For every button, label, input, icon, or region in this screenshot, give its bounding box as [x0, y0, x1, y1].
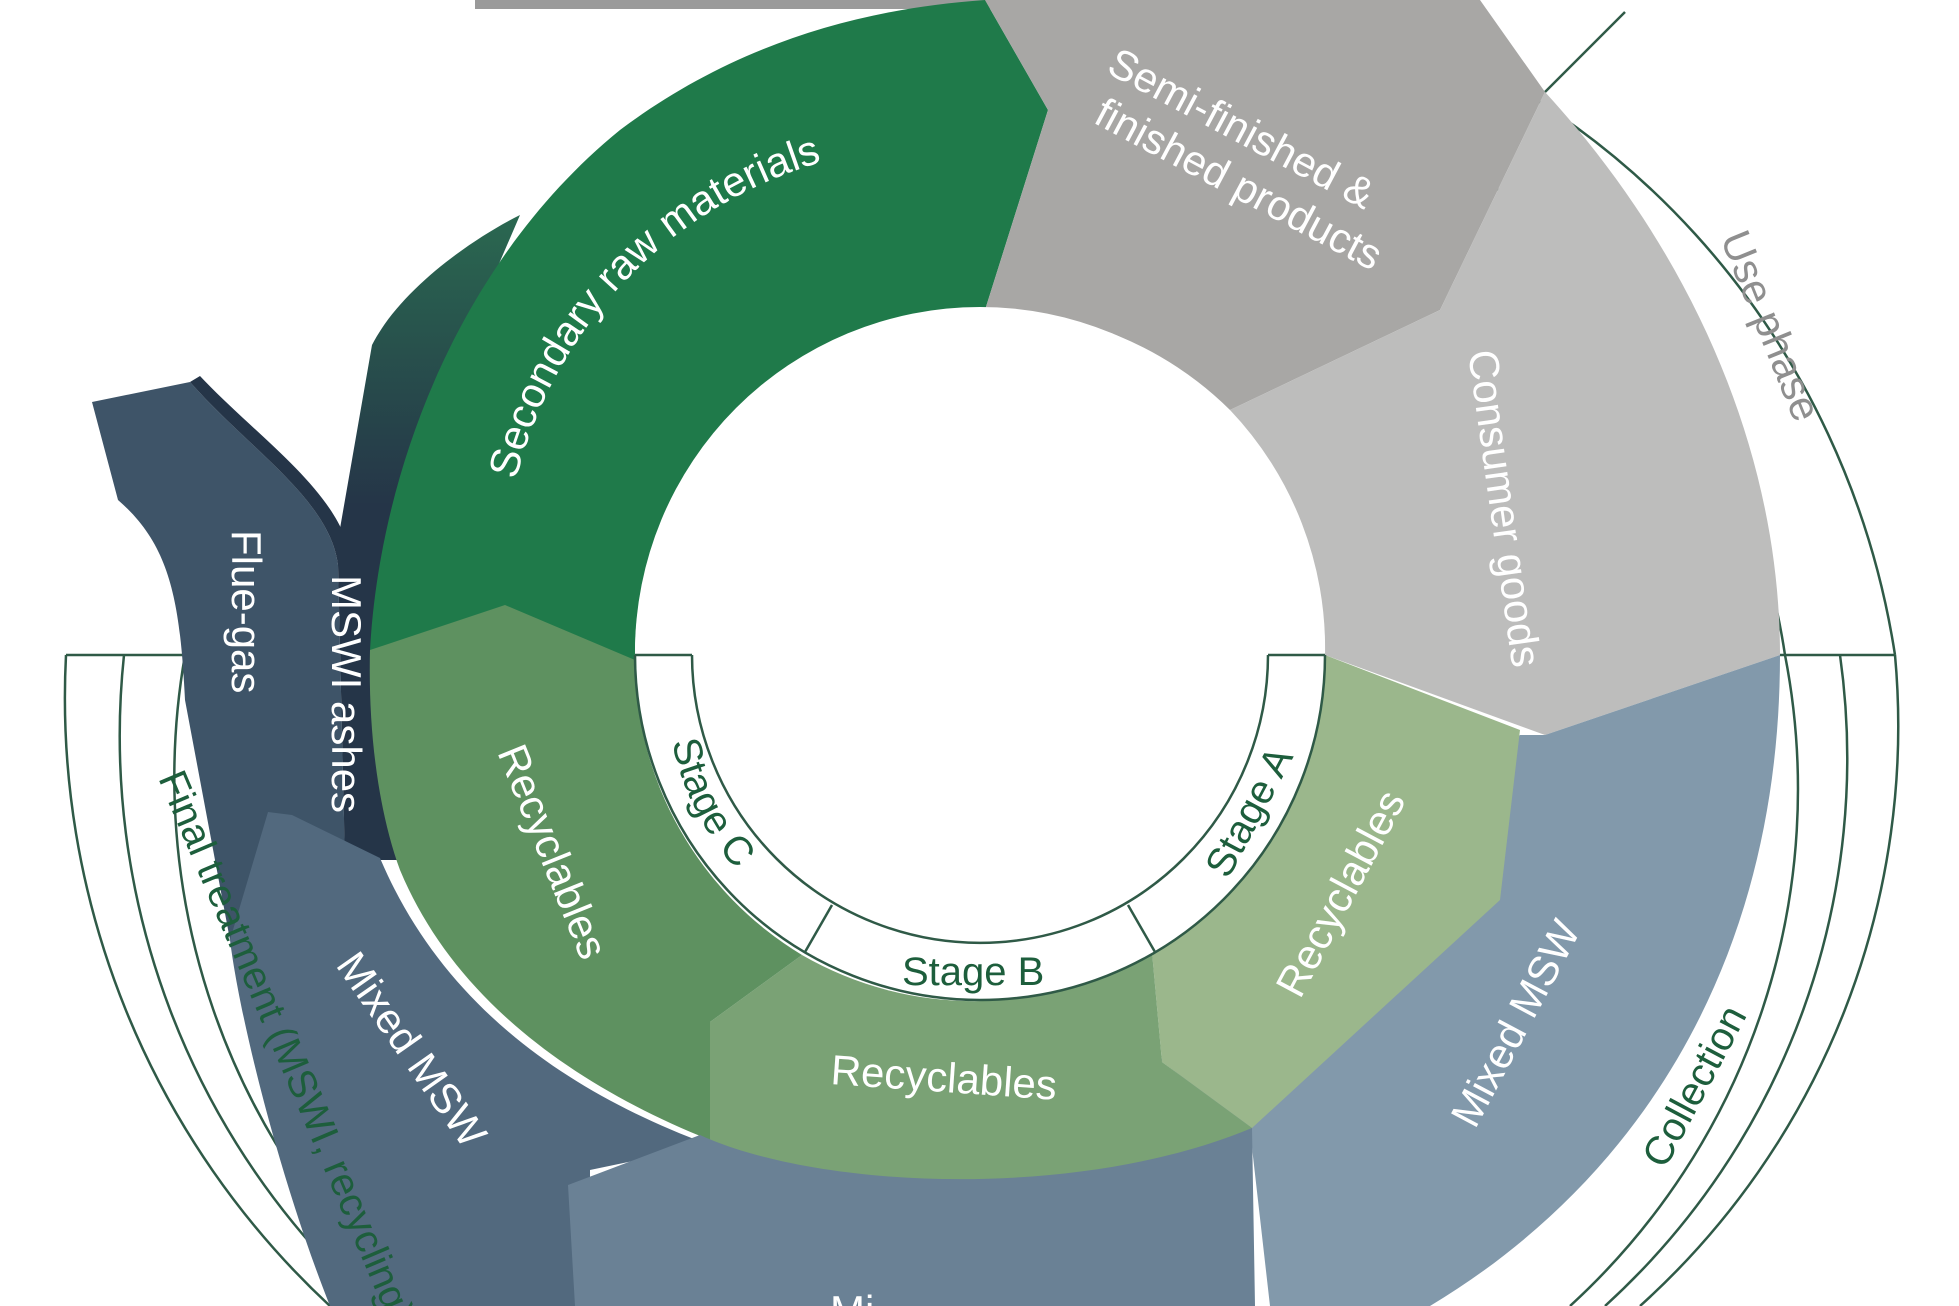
mixed-msw-bottom-label: Mi — [830, 1287, 874, 1306]
semi-finished-segment — [985, 0, 1545, 410]
mixed-msw-bottom-segment — [568, 1128, 1255, 1306]
mswi-ashes-label: MSWI ashes — [323, 575, 370, 813]
stage-b-label: Stage B — [902, 950, 1044, 994]
collection-arc-mid — [1604, 654, 1849, 1306]
stage-ring-inner — [690, 654, 1270, 945]
flue-gas-shadow — [190, 376, 360, 860]
recyclables-c-segment — [369, 605, 802, 1140]
final-arc-mid — [118, 654, 373, 1306]
flue-gas-band — [92, 382, 345, 940]
recyclables-b-segment — [710, 952, 1252, 1200]
stage-divider-bc — [803, 904, 834, 953]
consumer-goods-segment — [1230, 92, 1780, 735]
collection-arc-outer — [1639, 654, 1900, 1306]
top-bar — [475, 0, 995, 9]
stage-ring-outer — [633, 654, 1327, 1002]
flue-gas-label: Flue-gas — [223, 530, 270, 693]
mixed-msw-right-segment — [1160, 655, 1780, 1306]
recyclables-a-segment — [1152, 655, 1520, 1128]
secondary-raw-materials-segment — [370, 0, 1048, 660]
collection-arc-inner — [1569, 654, 1800, 1306]
use-phase-divider — [1544, 11, 1626, 93]
stage-divider-ab — [1126, 904, 1157, 953]
final-arc-outer — [63, 654, 331, 1306]
